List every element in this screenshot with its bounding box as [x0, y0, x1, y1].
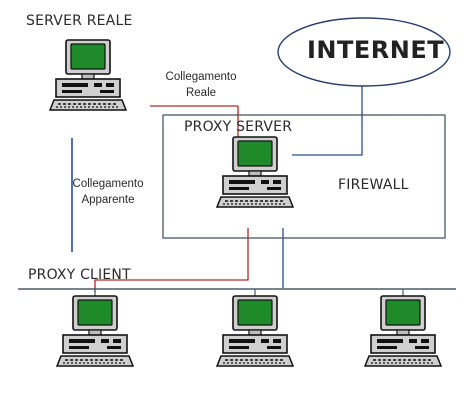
collegamento-apparente-line2: Apparente [81, 194, 135, 206]
proxy-server-label: PROXY SERVER [184, 119, 293, 135]
collegamento-apparente-line1: Collegamento [72, 178, 144, 190]
server-reale-label: SERVER REALE [26, 13, 133, 29]
client-computer-1-icon [56, 295, 134, 367]
client-computer-3-icon [364, 295, 442, 367]
collegamento-reale-label: Collegamento Reale [156, 69, 246, 101]
proxy-server-box [162, 114, 446, 239]
firewall-label: FIREWALL [338, 177, 409, 193]
collegamento-reale-line2: Reale [185, 87, 217, 99]
internet-link-line [292, 78, 363, 156]
collegamento-reale-line1: Collegamento [165, 71, 237, 83]
server-reale-computer-icon [49, 39, 127, 111]
proxy-client-label: PROXY CLIENT [28, 267, 131, 283]
internet-cloud [277, 17, 451, 87]
internet-label: INTERNET [307, 36, 445, 64]
proxy-server-computer-icon [216, 136, 294, 208]
client-computer-2-icon [216, 295, 294, 367]
collegamento-apparente-label: Collegamento Apparente [68, 176, 148, 208]
client-red-link [94, 228, 249, 292]
